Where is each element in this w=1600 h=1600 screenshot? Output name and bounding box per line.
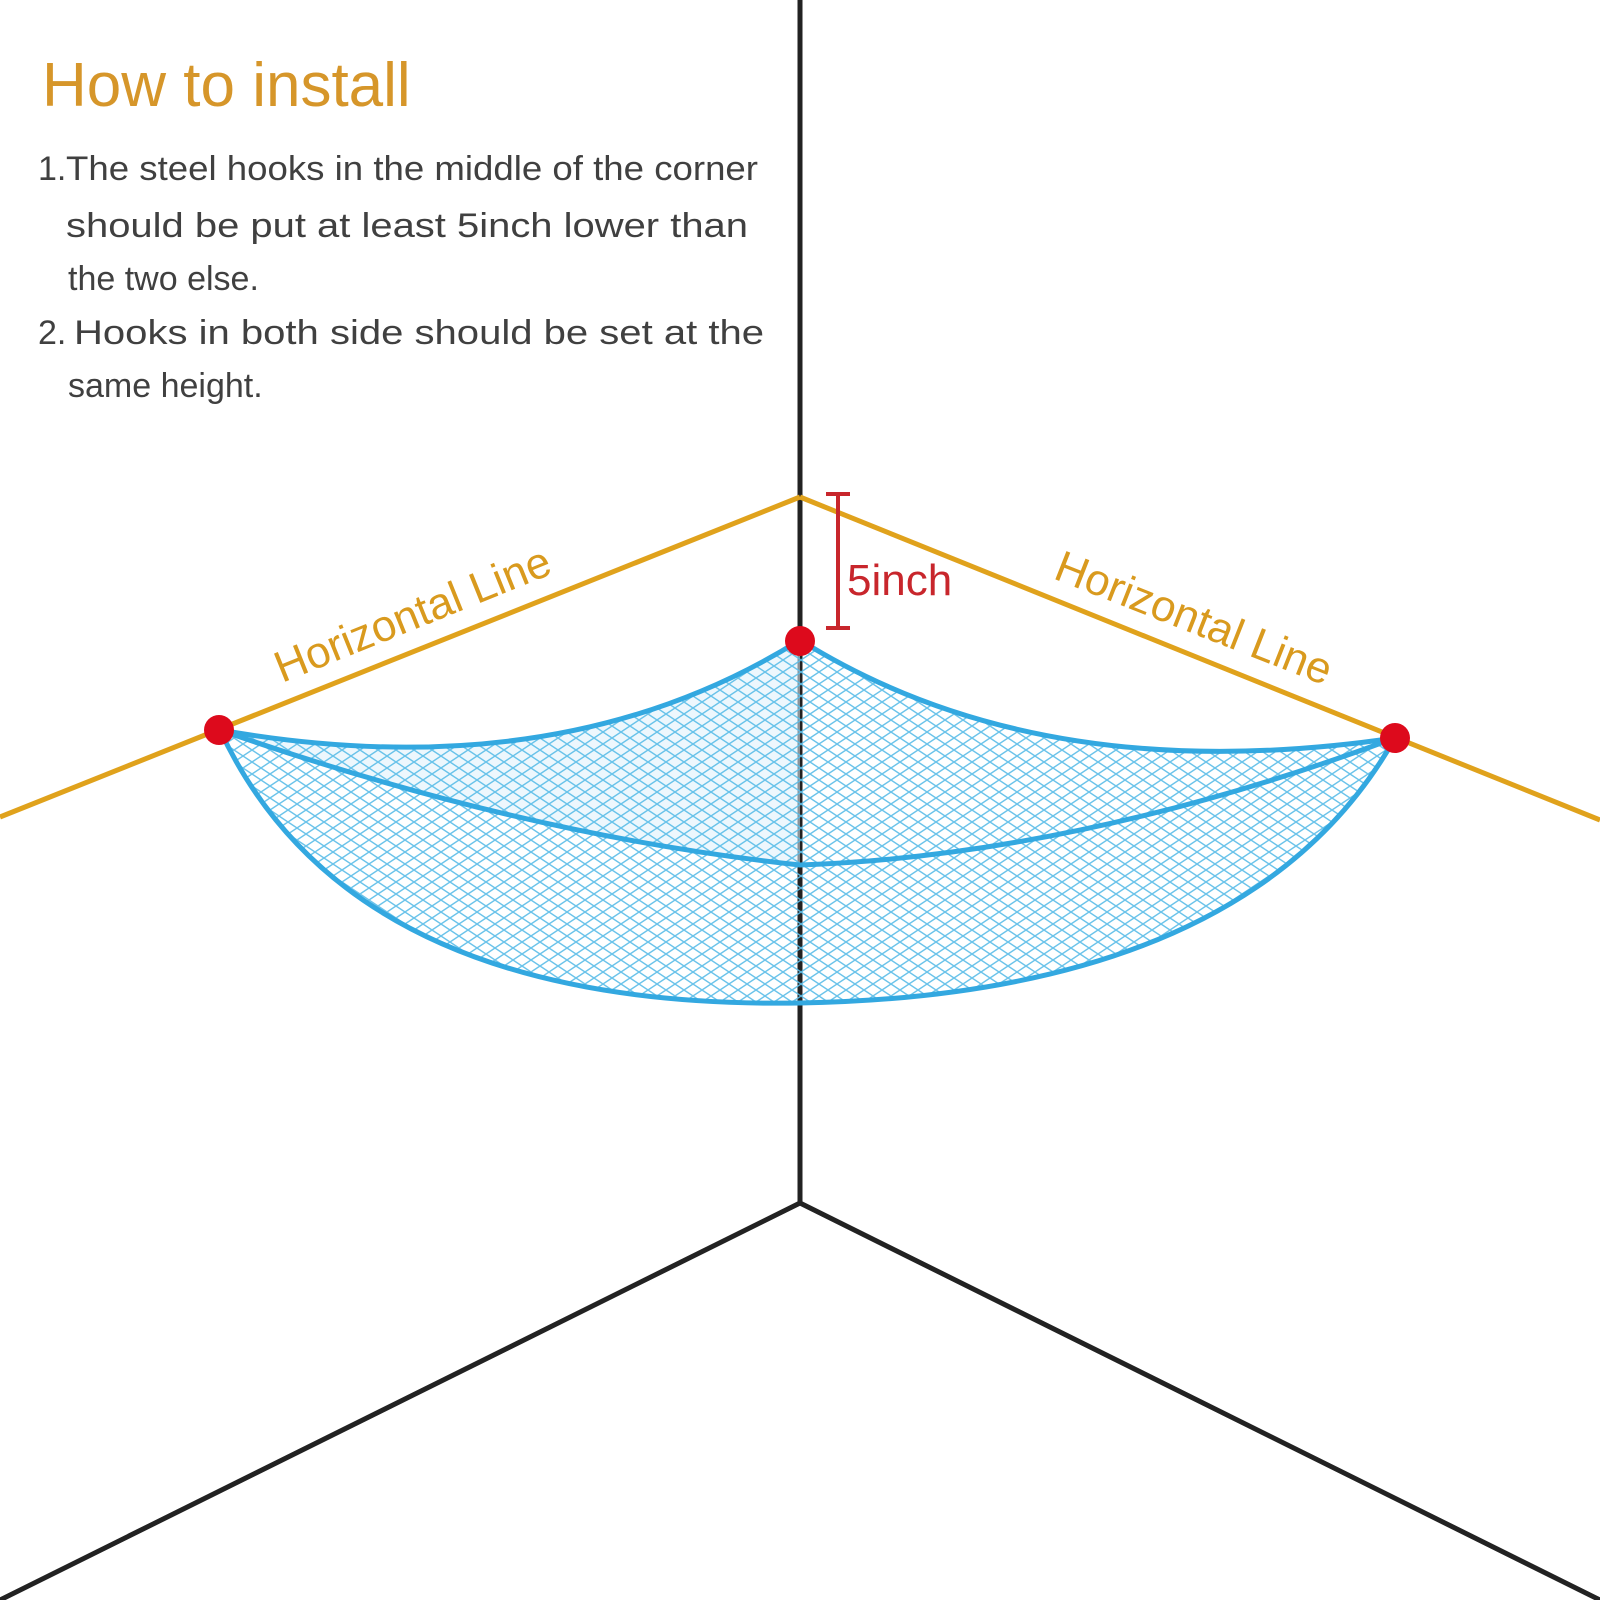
step-1-number: 1.: [38, 150, 66, 188]
drop-measure-bracket: [826, 492, 850, 630]
horizontal-reference-lines: [0, 494, 1600, 823]
middle-hook-marker: [785, 626, 815, 656]
net-right-mesh: [800, 640, 1395, 1003]
step-2-line-1: Hooks in both side should be set at the: [74, 314, 764, 352]
net-top-cord-right: [797, 637, 1398, 754]
net-middle-cord: [217, 727, 1398, 868]
net-cords: [217, 637, 1398, 1006]
floor-left-edge: [0, 1200, 802, 1600]
step-2-line-2: same height.: [68, 367, 263, 405]
right-horizontal-line-label: Horizontal Line: [1048, 542, 1339, 695]
hooks: [204, 626, 1410, 753]
left-horizontal-line-label: Horizontal Line: [267, 537, 557, 692]
corner-net: [217, 637, 1398, 1006]
right-horizontal-line: [799, 494, 1600, 823]
floor-right-edge: [798, 1200, 1600, 1600]
step-1-line-2: should be put at least 5inch lower than: [66, 207, 748, 245]
left-hook-marker: [204, 715, 234, 745]
step-1-line-1: The steel hooks in the middle of the cor…: [66, 150, 758, 188]
step-1-line-3: the two else.: [68, 260, 259, 298]
net-bottom-cord: [217, 727, 1398, 1006]
install-steps: 1. The steel hooks in the middle of the …: [38, 150, 764, 405]
net-top-cord-left: [217, 637, 803, 750]
right-hook-marker: [1380, 723, 1410, 753]
left-horizontal-line: [0, 494, 801, 820]
drop-measure-label: 5inch: [847, 556, 952, 605]
page-title: How to install: [42, 51, 411, 120]
step-2-number: 2.: [38, 314, 66, 352]
net-left-mesh: [220, 640, 800, 1004]
